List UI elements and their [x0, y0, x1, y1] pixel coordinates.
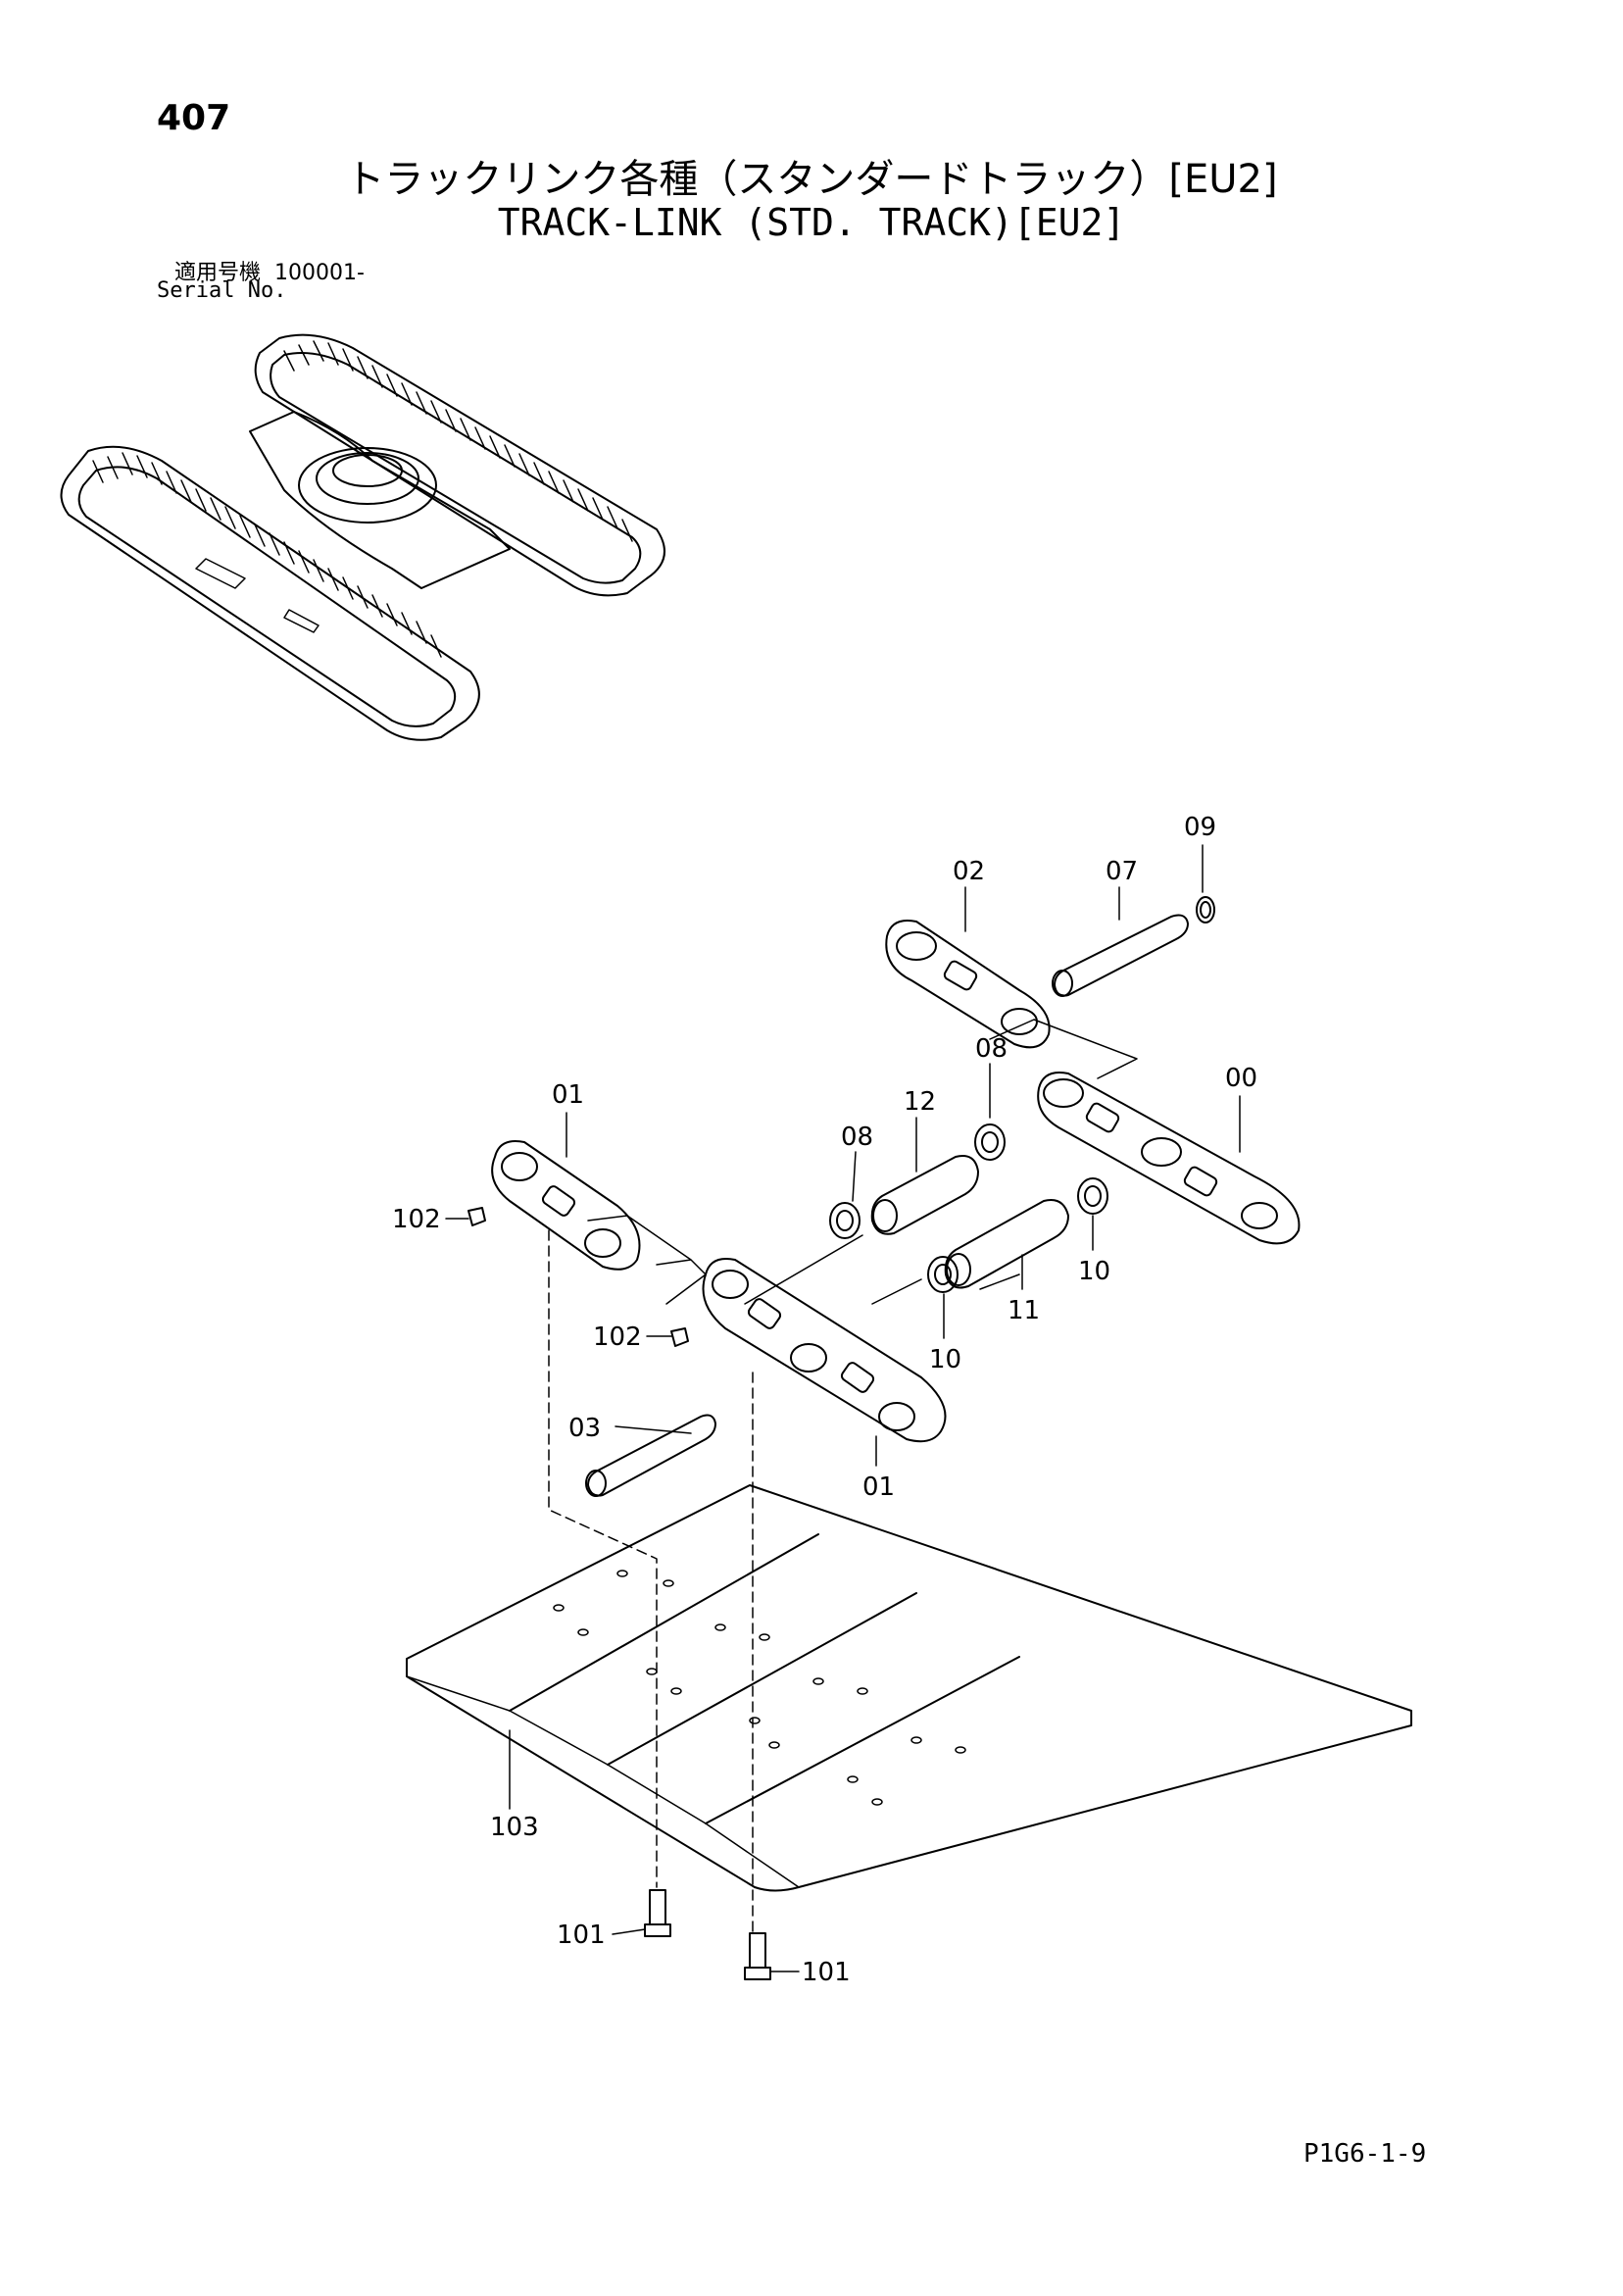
- callout-09: 09: [1184, 813, 1216, 842]
- callout-11: 11: [1008, 1296, 1040, 1325]
- serial-value: 100001-: [274, 261, 365, 285]
- page-number: 407: [157, 98, 231, 138]
- callout-10-left: 10: [929, 1345, 961, 1374]
- callout-101-left: 101: [557, 1921, 606, 1950]
- track-pin-03: [585, 1414, 716, 1497]
- seal-08-right: [974, 1123, 1006, 1161]
- callout-102-lower: 102: [593, 1323, 642, 1352]
- track-link-00: [1037, 1072, 1301, 1245]
- assembly-guide-lines: [548, 1229, 754, 1932]
- page-title-english: TRACK-LINK (STD. TRACK)[EU2]: [497, 201, 1126, 244]
- track-pin-07: [1052, 914, 1189, 997]
- page-title-japanese: トラックリンク各種（スタンダードトラック）[EU2]: [345, 157, 1278, 202]
- callout-12: 12: [904, 1087, 936, 1117]
- bolt-101-left: [644, 1889, 671, 1937]
- callout-102-upper: 102: [392, 1205, 441, 1234]
- nut-102-upper: [467, 1207, 486, 1226]
- nut-102-lower: [670, 1327, 689, 1347]
- track-link-01-center: [702, 1258, 947, 1443]
- callout-01-lower: 01: [862, 1472, 895, 1502]
- callout-101-right: 101: [802, 1958, 851, 1987]
- callout-00: 00: [1225, 1064, 1257, 1093]
- track-shoe-103: [406, 1484, 1412, 1892]
- seal-ring-09: [1196, 896, 1215, 923]
- callout-08-right: 08: [975, 1034, 1008, 1064]
- bushing-11: [944, 1199, 1069, 1289]
- seal-10-right: [1077, 1177, 1108, 1215]
- bushing-12: [870, 1155, 979, 1235]
- callout-01-upper: 01: [552, 1080, 584, 1110]
- seal-08-left: [829, 1202, 861, 1239]
- bolt-101-right: [744, 1932, 771, 1980]
- seal-10-left: [927, 1256, 959, 1293]
- drawing-code: P1G6-1-9: [1303, 2139, 1427, 2169]
- callout-08-left: 08: [841, 1123, 873, 1152]
- serial-number-label-english: Serial No.: [157, 278, 287, 303]
- track-link-01-left: [491, 1140, 641, 1271]
- track-link-02: [885, 920, 1051, 1049]
- undercarriage-overview: [60, 333, 665, 741]
- serial-number-label-japanese: 適用号機 100001-: [174, 255, 365, 286]
- callout-10-right: 10: [1078, 1257, 1110, 1286]
- callout-03: 03: [568, 1414, 601, 1443]
- callout-02: 02: [953, 857, 985, 886]
- callout-103: 103: [490, 1813, 539, 1842]
- callout-07: 07: [1106, 857, 1138, 886]
- serial-label-ja: 適用号機: [174, 261, 262, 285]
